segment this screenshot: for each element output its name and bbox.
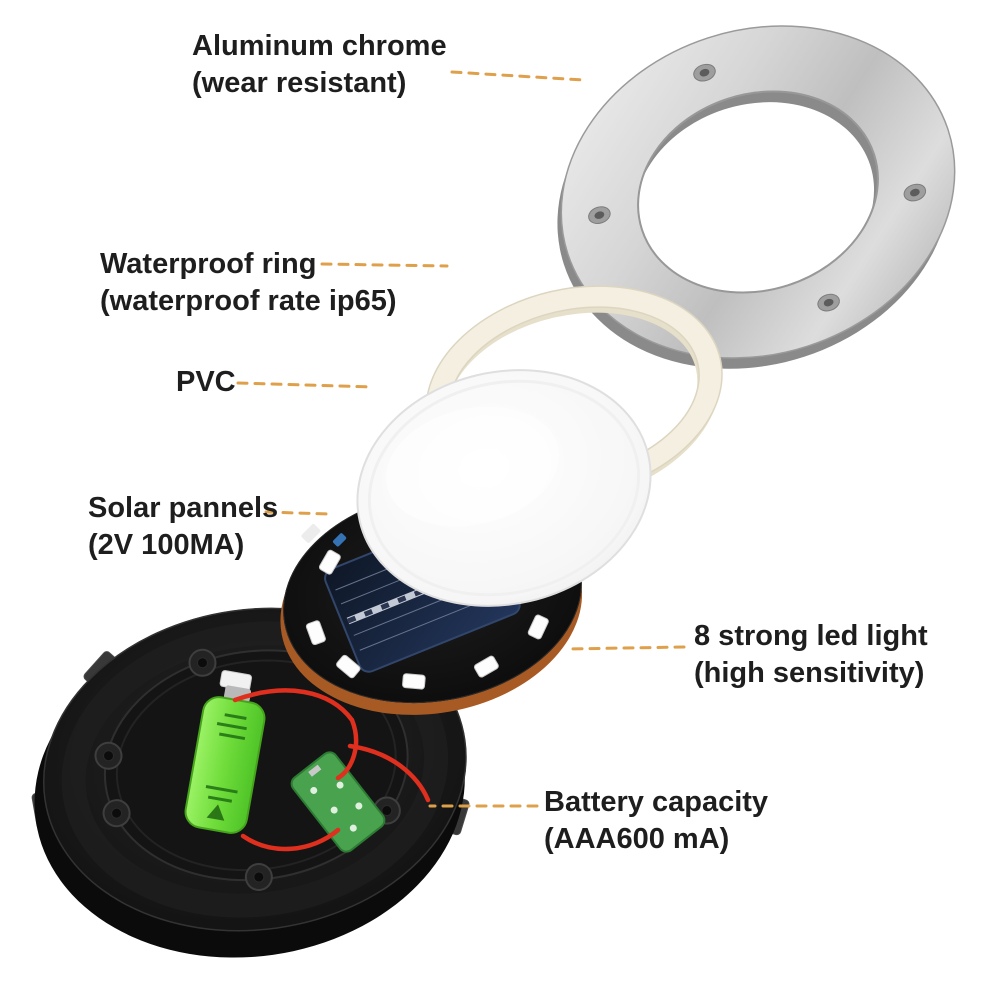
label-pvc: PVC (176, 364, 236, 401)
battery (184, 670, 266, 834)
screw-hole (588, 63, 927, 312)
label-solar-panels: Solar pannels (2V 100MA) (88, 490, 278, 564)
panel-component (332, 533, 347, 547)
led-light (336, 654, 361, 679)
aluminum-chrome-ring (557, 25, 956, 369)
leader-line-waterproof (320, 262, 449, 268)
label-pvc-line1: PVC (176, 366, 236, 398)
label-waterproof-line1: Waterproof ring (100, 248, 317, 280)
led-light (318, 549, 341, 575)
label-waterproof-line2: (waterproof rate ip65) (100, 285, 397, 317)
panel-connector (301, 524, 321, 543)
label-battery-line1: Battery capacity (544, 786, 769, 818)
led-light (527, 614, 549, 640)
led-light (305, 620, 326, 646)
label-battery-line2: (AAA600 mA) (544, 823, 730, 855)
led-light (473, 655, 499, 678)
label-waterproof-ring: Waterproof ring (waterproof rate ip65) (100, 246, 397, 320)
leader-line-led (564, 645, 686, 651)
leader-line-solar (264, 510, 331, 516)
label-battery-capacity: Battery capacity (AAA600 mA) (544, 784, 768, 858)
label-solar-line1: Solar pannels (88, 492, 279, 524)
leader-line-pvc (236, 381, 375, 389)
red-wires (232, 688, 431, 852)
leader-line-aluminum (450, 70, 585, 82)
label-led-line2: (high sensitivity) (694, 657, 925, 689)
label-led-line1: 8 strong led light (694, 620, 928, 652)
circuit-board (290, 751, 386, 853)
label-led-light: 8 strong led light (high sensitivity) (694, 618, 928, 692)
label-aluminum-chrome: Aluminum chrome (wear resistant) (192, 28, 447, 102)
label-solar-line2: (2V 100MA) (88, 529, 245, 561)
led-light (402, 673, 426, 690)
label-aluminum-line1: Aluminum chrome (192, 30, 447, 62)
pvc-disc (356, 369, 652, 607)
label-aluminum-line2: (wear resistant) (192, 67, 407, 99)
